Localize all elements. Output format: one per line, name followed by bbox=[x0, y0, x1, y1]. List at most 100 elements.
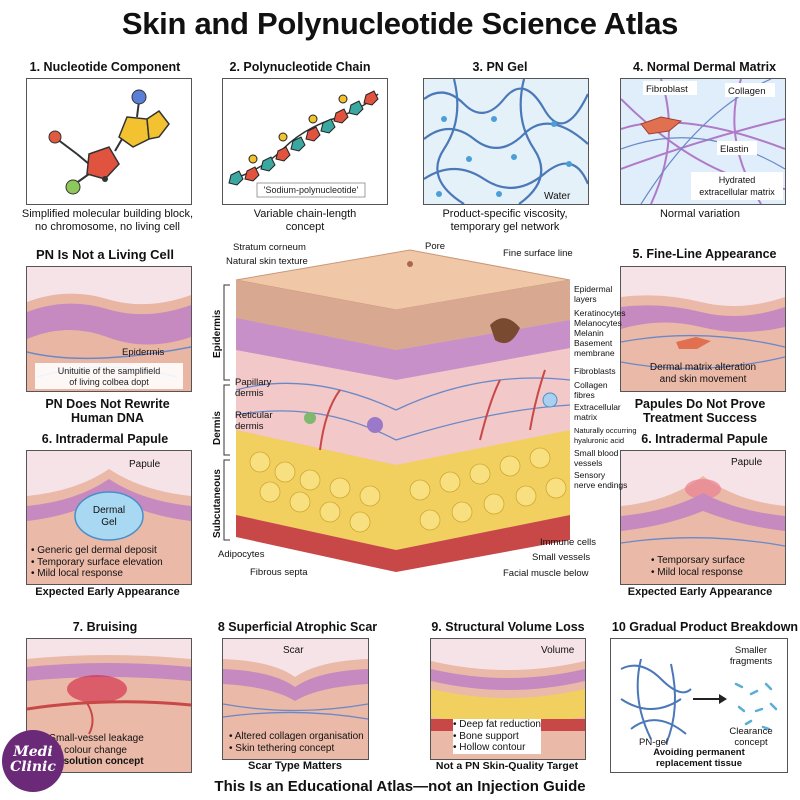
elastin-label: Elastin bbox=[720, 144, 749, 155]
bullet: • Generic gel dermal deposit bbox=[31, 545, 157, 556]
panel-6a-title: 6. Intradermal Papule bbox=[41, 432, 169, 446]
panel-9-diagram: Volume • Deep fat reduction • Bone suppo… bbox=[430, 638, 586, 760]
panel-9-bullets: • Deep fat reduction • Bone support • Ho… bbox=[453, 719, 541, 754]
panel-6a-caption: Expected Early Appearance bbox=[35, 586, 180, 598]
bullet: • Temporsary surface bbox=[651, 555, 745, 566]
adipocytes-label: Adipocytes bbox=[218, 549, 265, 560]
chain-label: 'Sodium-polynucleotide' bbox=[264, 185, 359, 195]
skin-cube-illustration: Epidermis Dermis Subcutaneous bbox=[212, 249, 571, 572]
footer-disclaimer: This Is an Educational Atlas—not an Inje… bbox=[214, 778, 586, 795]
bullet: • Altered collagen organisation bbox=[229, 731, 364, 742]
epidermis-cross-section-icon: Epidermis Unituitie of the samplifield o… bbox=[27, 267, 191, 391]
surface-papule-icon: Papule bbox=[621, 451, 785, 584]
panel-3-gel-diagram: Water bbox=[423, 78, 589, 205]
panel-2-chain-diagram: 'Sodium-polynucleotide' bbox=[222, 78, 388, 205]
volume-label: Volume bbox=[541, 645, 575, 656]
fibroblast-label: Fibroblast bbox=[646, 84, 688, 95]
panel-2-title: 2. Polynucleotide Chain bbox=[229, 60, 371, 74]
panel-8-caption: Scar Type Matters bbox=[248, 760, 342, 772]
panel-6b-bullets: • Temporsary surface • Mild local respon… bbox=[651, 555, 745, 578]
nucleotide-icon bbox=[48, 89, 170, 195]
dermal-gel-papule-icon: Dermal Gel Papule bbox=[27, 451, 191, 584]
panel-4-title: 4. Normal Dermal Matrix bbox=[632, 60, 777, 74]
bruising-icon bbox=[27, 639, 191, 772]
panel-8-diagram: Scar • Altered collagen organisation • S… bbox=[222, 638, 369, 760]
panel-10-caption-2: replacement tissue bbox=[656, 758, 742, 769]
epidermis-bracket-label: Epidermis bbox=[212, 309, 223, 358]
facial-muscle-label: Facial muscle below bbox=[503, 568, 589, 579]
water-label: Water bbox=[544, 191, 571, 202]
fine-line-text-2: and skin movement bbox=[660, 374, 747, 385]
smaller-fragments-label-2: fragments bbox=[730, 656, 772, 667]
clearance-label-2: concept bbox=[734, 737, 768, 748]
atrophic-scar-icon: Scar bbox=[223, 639, 368, 759]
fine-surface-line-label: Fine surface line bbox=[503, 248, 573, 259]
panel-6b-diagram: Papule • Temporsary surface • Mild local… bbox=[620, 450, 786, 585]
product-breakdown-icon: Smaller fragments PN-gel Clearance conce… bbox=[620, 645, 778, 769]
caption-line: Simplified molecular building block, bbox=[21, 208, 194, 220]
panel-7-bullets: • Small-vessel leakage ocal colour chang… bbox=[43, 733, 144, 768]
pore-label: Pore bbox=[425, 241, 446, 252]
bullet: • Bone support bbox=[453, 730, 519, 742]
stratum-corneum-label: Stratum corneum bbox=[233, 242, 306, 253]
dermal-gel-label-2: Gel bbox=[101, 517, 117, 528]
panel-7-title: 7. Bruising bbox=[72, 620, 138, 634]
bullet: • Deep fat reduction bbox=[453, 719, 541, 730]
dermal-matrix-icon: Fibroblast Collagen Elastin Hydrated ext… bbox=[621, 79, 785, 204]
bullet: • Mild local response bbox=[31, 568, 123, 579]
panel-4-matrix-diagram: Fibroblast Collagen Elastin Hydrated ext… bbox=[620, 78, 786, 205]
panel-5-title: 5. Fine-Line Appearance bbox=[632, 247, 777, 261]
page-title: Skin and Polynucleotide Science Atlas bbox=[121, 6, 679, 41]
panel-9-caption: Not a PN Skin-Quality Target bbox=[435, 760, 579, 772]
gel-network-icon: Water bbox=[424, 79, 588, 204]
fine-line-text: Dermal matrix alteration bbox=[650, 362, 756, 373]
caption-line: Product-specific viscosity, bbox=[442, 208, 568, 220]
dermal-gel-label: Dermal bbox=[93, 505, 125, 516]
bullet: ocal colour change bbox=[43, 744, 127, 756]
cell-panel-diagram: Epidermis Unituitie of the samplifield o… bbox=[26, 266, 192, 392]
small-vessels-label: Small vessels bbox=[532, 552, 591, 563]
panel-1-nucleotide-diagram bbox=[26, 78, 192, 205]
bullet: • Hollow contour bbox=[453, 742, 526, 753]
clearance-label: Clearance bbox=[729, 726, 772, 737]
panel-10-caption: Avoiding permanent bbox=[653, 747, 745, 758]
hydrated-label: Hydrated bbox=[719, 175, 756, 185]
panel-6a-bullets: • Generic gel dermal deposit • Temporary… bbox=[31, 545, 163, 580]
caption-line: temporary gel network bbox=[450, 221, 560, 233]
cell-panel-title: PN Is Not a Living Cell bbox=[36, 247, 174, 262]
bullet: al resolution concept bbox=[43, 756, 144, 767]
panel-3-caption: Product-specific viscosity, temporary ge… bbox=[400, 208, 610, 234]
panel-10-diagram: Smaller fragments PN-gel Clearance conce… bbox=[610, 638, 788, 773]
bullet: • Skin tethering concept bbox=[229, 742, 335, 754]
caption-line: Human DNA bbox=[71, 411, 144, 425]
caption-line: no chromosome, no living cell bbox=[35, 221, 180, 233]
subcutaneous-bracket-label: Subcutaneous bbox=[212, 469, 223, 538]
caption-line: Papules Do Not Prove bbox=[634, 397, 766, 411]
panel-5-diagram: Dermal matrix alteration and skin moveme… bbox=[620, 266, 786, 392]
panel-6a-diagram: Dermal Gel Papule • Generic gel dermal d… bbox=[26, 450, 192, 585]
bullet: • Temporary surface elevation bbox=[31, 556, 163, 568]
collagen-label: Collagen bbox=[728, 86, 766, 97]
papule-label: Papule bbox=[731, 457, 763, 468]
bullet: • Small-vessel leakage bbox=[43, 733, 144, 744]
panel-9-title: 9. Structural Volume Loss bbox=[431, 620, 585, 634]
epidermis-label: Epidermis bbox=[122, 347, 164, 358]
cell-panel-caption: PN Does Not Rewrite Human DNA bbox=[10, 397, 205, 425]
panel-4-caption: Normal variation bbox=[659, 208, 741, 220]
caption-line: Variable chain-length bbox=[253, 208, 357, 220]
fine-line-icon: Dermal matrix alteration and skin moveme… bbox=[621, 267, 785, 391]
panel-1-caption: Simplified molecular building block, no … bbox=[0, 208, 215, 234]
bullet: • Mild local response bbox=[651, 566, 743, 578]
pn-gel-label: PN-gel bbox=[639, 737, 668, 748]
panel-1-title: 1. Nucleotide Component bbox=[29, 60, 181, 74]
dermis-bracket-label: Dermis bbox=[212, 411, 223, 445]
panel-5-caption: Papules Do Not Prove Treatment Success bbox=[600, 397, 800, 425]
caption-line: Treatment Success bbox=[643, 411, 757, 425]
panel-8-title: 8 Superficial Atrophic Scar bbox=[217, 620, 378, 634]
panel-2-caption: Variable chain-length concept bbox=[200, 208, 410, 234]
scar-label: Scar bbox=[283, 645, 304, 656]
panel-10-title: 10 Gradual Product Breakdown bbox=[611, 620, 799, 634]
